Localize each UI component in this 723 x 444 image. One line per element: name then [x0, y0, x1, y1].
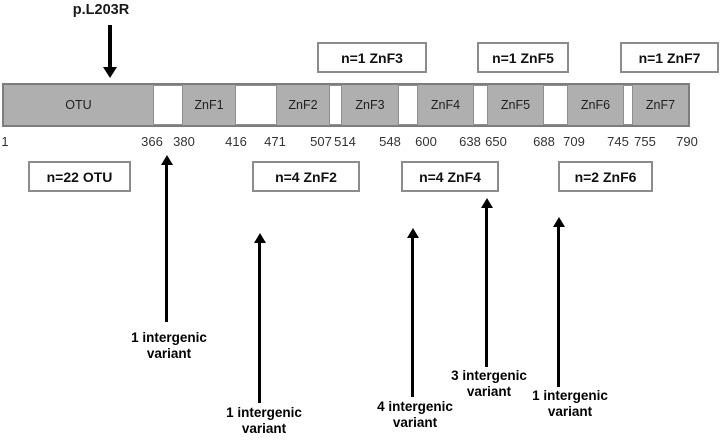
linker-region-7 — [623, 85, 633, 125]
domain-znf5: ZnF5 — [500, 98, 531, 112]
count-box-znf7: n=1 ZnF7 — [620, 42, 719, 73]
linker-region-2 — [235, 85, 277, 125]
residue-tick-745: 745 — [607, 134, 629, 149]
count-box-znf2: n=4 ZnF2 — [252, 161, 360, 192]
count-box-otu: n=22 OTU — [28, 161, 131, 192]
residue-tick-709: 709 — [563, 134, 585, 149]
residue-tick-600: 600 — [415, 134, 437, 149]
up-arrow-icon-5 — [552, 217, 565, 387]
arrow-shaft — [165, 165, 168, 322]
arrow-shaft — [258, 243, 261, 403]
domain-otu: OTU — [65, 98, 92, 112]
arrow-head — [253, 233, 266, 243]
domain-znf7: ZnF7 — [645, 98, 676, 112]
variant-label-1: 1 intergenic variant — [131, 330, 207, 361]
residue-tick-380: 380 — [173, 134, 195, 149]
residue-tick-650: 650 — [485, 134, 507, 149]
residue-tick-507: 507 — [310, 134, 332, 149]
linker-region-1 — [153, 85, 183, 125]
arrow-head — [406, 228, 419, 238]
count-box-znf5: n=1 ZnF5 — [477, 42, 569, 73]
residue-tick-638: 638 — [459, 134, 481, 149]
arrow-shaft — [107, 25, 112, 67]
up-arrow-icon-3 — [406, 228, 419, 397]
domain-znf4: ZnF4 — [430, 98, 461, 112]
residue-tick-1: 1 — [1, 134, 9, 149]
count-box-znf3: n=1 ZnF3 — [317, 42, 427, 73]
residue-tick-688: 688 — [533, 134, 555, 149]
down-arrow-icon — [102, 25, 117, 78]
residue-tick-366: 366 — [141, 134, 163, 149]
count-box-znf4: n=4 ZnF4 — [401, 161, 499, 192]
arrow-head — [552, 217, 565, 227]
linker-region-6 — [543, 85, 568, 125]
mutation-label: p.L203R — [72, 2, 130, 18]
variant-label-5: 1 intergenic variant — [532, 388, 608, 419]
domain-znf3: ZnF3 — [355, 98, 385, 112]
domain-znf2: ZnF2 — [288, 98, 318, 112]
residue-tick-548: 548 — [379, 134, 401, 149]
arrow-shaft — [485, 208, 488, 367]
arrow-head — [102, 67, 117, 78]
domain-znf6: ZnF6 — [580, 98, 611, 112]
variant-label-4: 3 intergenic variant — [451, 368, 527, 399]
residue-tick-416: 416 — [225, 134, 247, 149]
domain-znf1: ZnF1 — [194, 98, 224, 112]
up-arrow-icon-1 — [160, 155, 173, 322]
arrow-head — [480, 198, 493, 208]
protein-bar: OTU ZnF1 ZnF2 ZnF3 ZnF4 ZnF5 ZnF6 ZnF7 — [2, 83, 690, 127]
arrow-shaft — [411, 238, 414, 397]
arrow-shaft — [557, 227, 560, 387]
up-arrow-icon-2 — [253, 233, 266, 403]
arrow-head — [160, 155, 173, 165]
variant-label-3: 4 intergenic variant — [377, 399, 453, 430]
residue-tick-514: 514 — [334, 134, 356, 149]
residue-tick-471: 471 — [264, 134, 286, 149]
variant-label-2: 1 intergenic variant — [226, 405, 302, 436]
linker-region-4 — [398, 85, 418, 125]
up-arrow-icon-4 — [480, 198, 493, 367]
residue-tick-755: 755 — [634, 134, 656, 149]
linker-region-3 — [329, 85, 342, 125]
residue-tick-790: 790 — [676, 134, 698, 149]
count-box-znf6: n=2 ZnF6 — [558, 161, 653, 192]
linker-region-5 — [473, 85, 488, 125]
